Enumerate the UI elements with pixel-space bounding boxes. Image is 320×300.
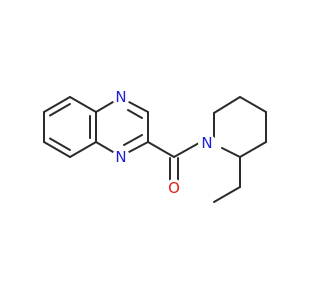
carbonyl-group — [147, 141, 200, 181]
atom-n-bottom: N — [115, 148, 126, 166]
benzene-ring — [43, 96, 97, 158]
atom-n-top: N — [115, 88, 126, 106]
ethyl-group — [213, 156, 241, 203]
atom-n-piperidine: N — [201, 134, 212, 152]
quinoxaline-piperidine-structure-diagram: N N N O — [43, 88, 267, 203]
atom-labels: N N N O — [112, 88, 216, 197]
atom-o-carbonyl: O — [168, 179, 180, 197]
pyrazine-ring — [95, 101, 149, 153]
piperidine-ring — [213, 96, 267, 158]
